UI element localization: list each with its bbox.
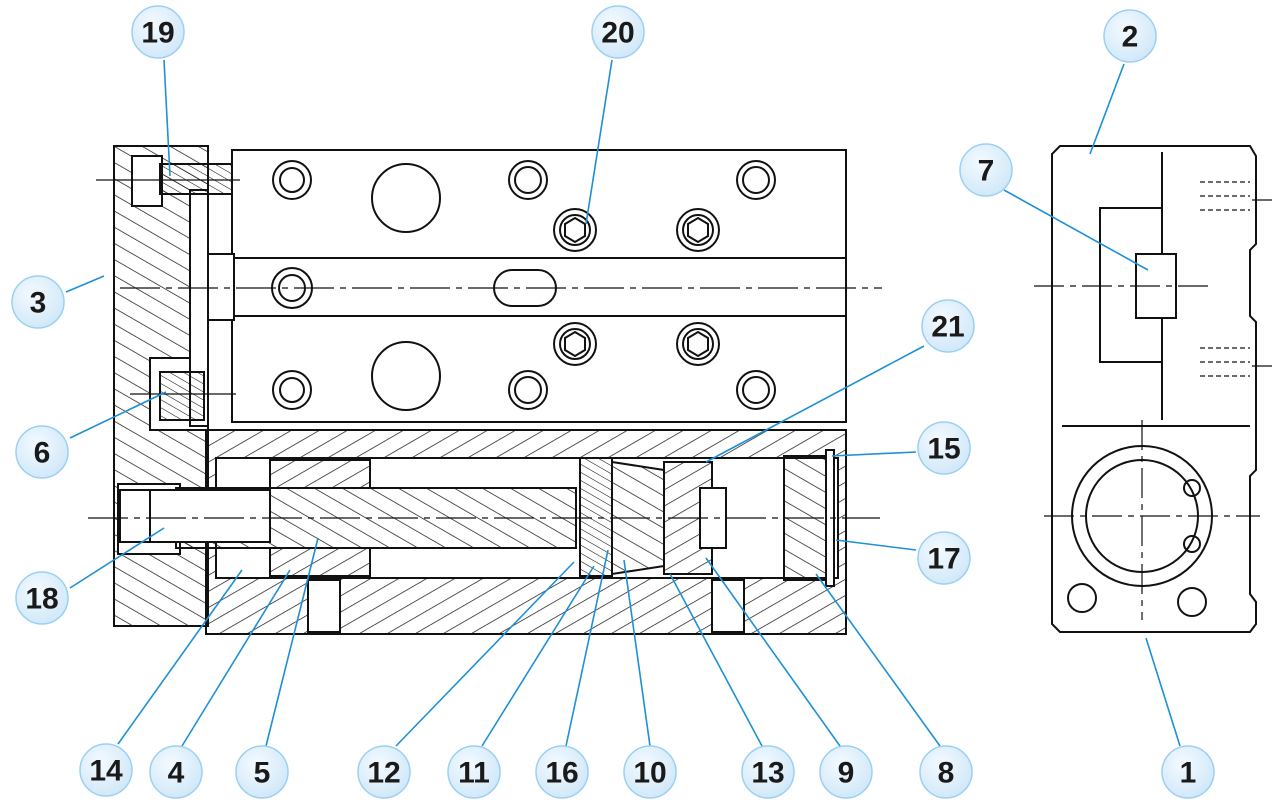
callout-bubble bbox=[741, 745, 795, 799]
callout-label: 5 bbox=[254, 757, 271, 790]
callout-bubble bbox=[149, 745, 203, 799]
leader-line-7 bbox=[1003, 189, 1149, 271]
leader-line-19 bbox=[163, 59, 171, 177]
main-section-view bbox=[113, 145, 847, 635]
callout-bubble bbox=[917, 421, 971, 475]
callout-4: 4 bbox=[149, 745, 203, 799]
centerlines bbox=[88, 179, 882, 519]
callout-label: 12 bbox=[367, 757, 400, 790]
callout-label: 16 bbox=[545, 757, 578, 790]
callout-label: 11 bbox=[458, 757, 490, 790]
callout-label: 7 bbox=[978, 155, 995, 188]
callout-1: 1 bbox=[1161, 745, 1215, 799]
callout-bubble bbox=[357, 745, 411, 799]
callout-label: 19 bbox=[141, 17, 174, 50]
callout-9: 9 bbox=[819, 745, 873, 799]
callout-14: 14 bbox=[79, 743, 133, 797]
leader-line-15 bbox=[831, 451, 917, 457]
leader-line-6 bbox=[69, 391, 167, 439]
callout-label: 18 bbox=[25, 583, 58, 616]
callout-11: 11 bbox=[447, 745, 501, 799]
callout-bubble bbox=[131, 5, 185, 59]
callout-label: 3 bbox=[30, 287, 47, 320]
callout-bubbles: 19 20 2 7 3 21 6 15 17 18 14 4 5 12 11 16 10 13 9 8 1 bbox=[11, 5, 1215, 799]
callout-2: 2 bbox=[1103, 9, 1157, 63]
leader-line-8 bbox=[815, 573, 941, 747]
callout-label: 9 bbox=[838, 757, 855, 790]
callout-17: 17 bbox=[917, 531, 971, 585]
leader-line-13 bbox=[669, 573, 763, 747]
table-block bbox=[231, 149, 847, 423]
callout-21: 21 bbox=[921, 299, 975, 353]
callout-label: 10 bbox=[633, 757, 666, 790]
callout-label: 1 bbox=[1180, 757, 1197, 790]
callout-20: 20 bbox=[591, 5, 645, 59]
callout-6: 6 bbox=[15, 425, 69, 479]
leader-line-21 bbox=[705, 345, 925, 463]
callout-bubble bbox=[15, 571, 69, 625]
callout-10: 10 bbox=[623, 745, 677, 799]
callout-3: 3 bbox=[11, 275, 65, 329]
callout-bubble bbox=[79, 743, 133, 797]
callout-15: 15 bbox=[917, 421, 971, 475]
callout-bubble bbox=[917, 531, 971, 585]
leader-line-12 bbox=[395, 561, 575, 747]
leader-line-11 bbox=[481, 565, 595, 747]
leader-line-2 bbox=[1089, 63, 1125, 155]
callout-bubble bbox=[447, 745, 501, 799]
callout-bubble bbox=[921, 299, 975, 353]
callout-label: 21 bbox=[931, 311, 964, 344]
callout-bubble bbox=[1103, 9, 1157, 63]
callout-bubble bbox=[15, 425, 69, 479]
callout-12: 12 bbox=[357, 745, 411, 799]
leader-lines bbox=[65, 59, 1181, 747]
side-centerlines bbox=[1034, 199, 1272, 620]
callout-bubble bbox=[235, 745, 289, 799]
callout-18: 18 bbox=[15, 571, 69, 625]
side-view bbox=[1051, 145, 1257, 633]
leader-line-4 bbox=[181, 569, 291, 747]
callout-bubble bbox=[1161, 745, 1215, 799]
callout-label: 17 bbox=[927, 543, 960, 576]
callout-label: 14 bbox=[89, 755, 123, 788]
leader-line-17 bbox=[835, 539, 917, 551]
callout-bubble bbox=[591, 5, 645, 59]
callout-8: 8 bbox=[919, 745, 973, 799]
callout-19: 19 bbox=[131, 5, 185, 59]
leader-line-9 bbox=[705, 557, 841, 747]
callout-bubble bbox=[919, 745, 973, 799]
callout-bubble bbox=[959, 143, 1013, 197]
leader-line-3 bbox=[65, 275, 105, 293]
leader-line-10 bbox=[623, 559, 651, 747]
leader-line-18 bbox=[69, 527, 165, 589]
callout-7: 7 bbox=[959, 143, 1013, 197]
callout-bubble bbox=[819, 745, 873, 799]
leader-line-14 bbox=[117, 569, 243, 745]
callout-label: 20 bbox=[601, 17, 634, 50]
callout-label: 4 bbox=[168, 757, 185, 790]
leader-line-20 bbox=[585, 59, 613, 225]
callout-label: 6 bbox=[34, 437, 51, 470]
callout-16: 16 bbox=[535, 745, 589, 799]
callout-label: 13 bbox=[751, 757, 784, 790]
callout-bubble bbox=[623, 745, 677, 799]
leader-line-16 bbox=[565, 549, 609, 747]
callout-5: 5 bbox=[235, 745, 289, 799]
callout-label: 2 bbox=[1122, 21, 1139, 54]
leader-line-5 bbox=[265, 537, 319, 747]
callout-13: 13 bbox=[741, 745, 795, 799]
callout-label: 8 bbox=[938, 757, 955, 790]
callout-bubble bbox=[11, 275, 65, 329]
callout-label: 15 bbox=[927, 433, 960, 466]
leader-line-1 bbox=[1145, 637, 1181, 747]
callout-bubble bbox=[535, 745, 589, 799]
